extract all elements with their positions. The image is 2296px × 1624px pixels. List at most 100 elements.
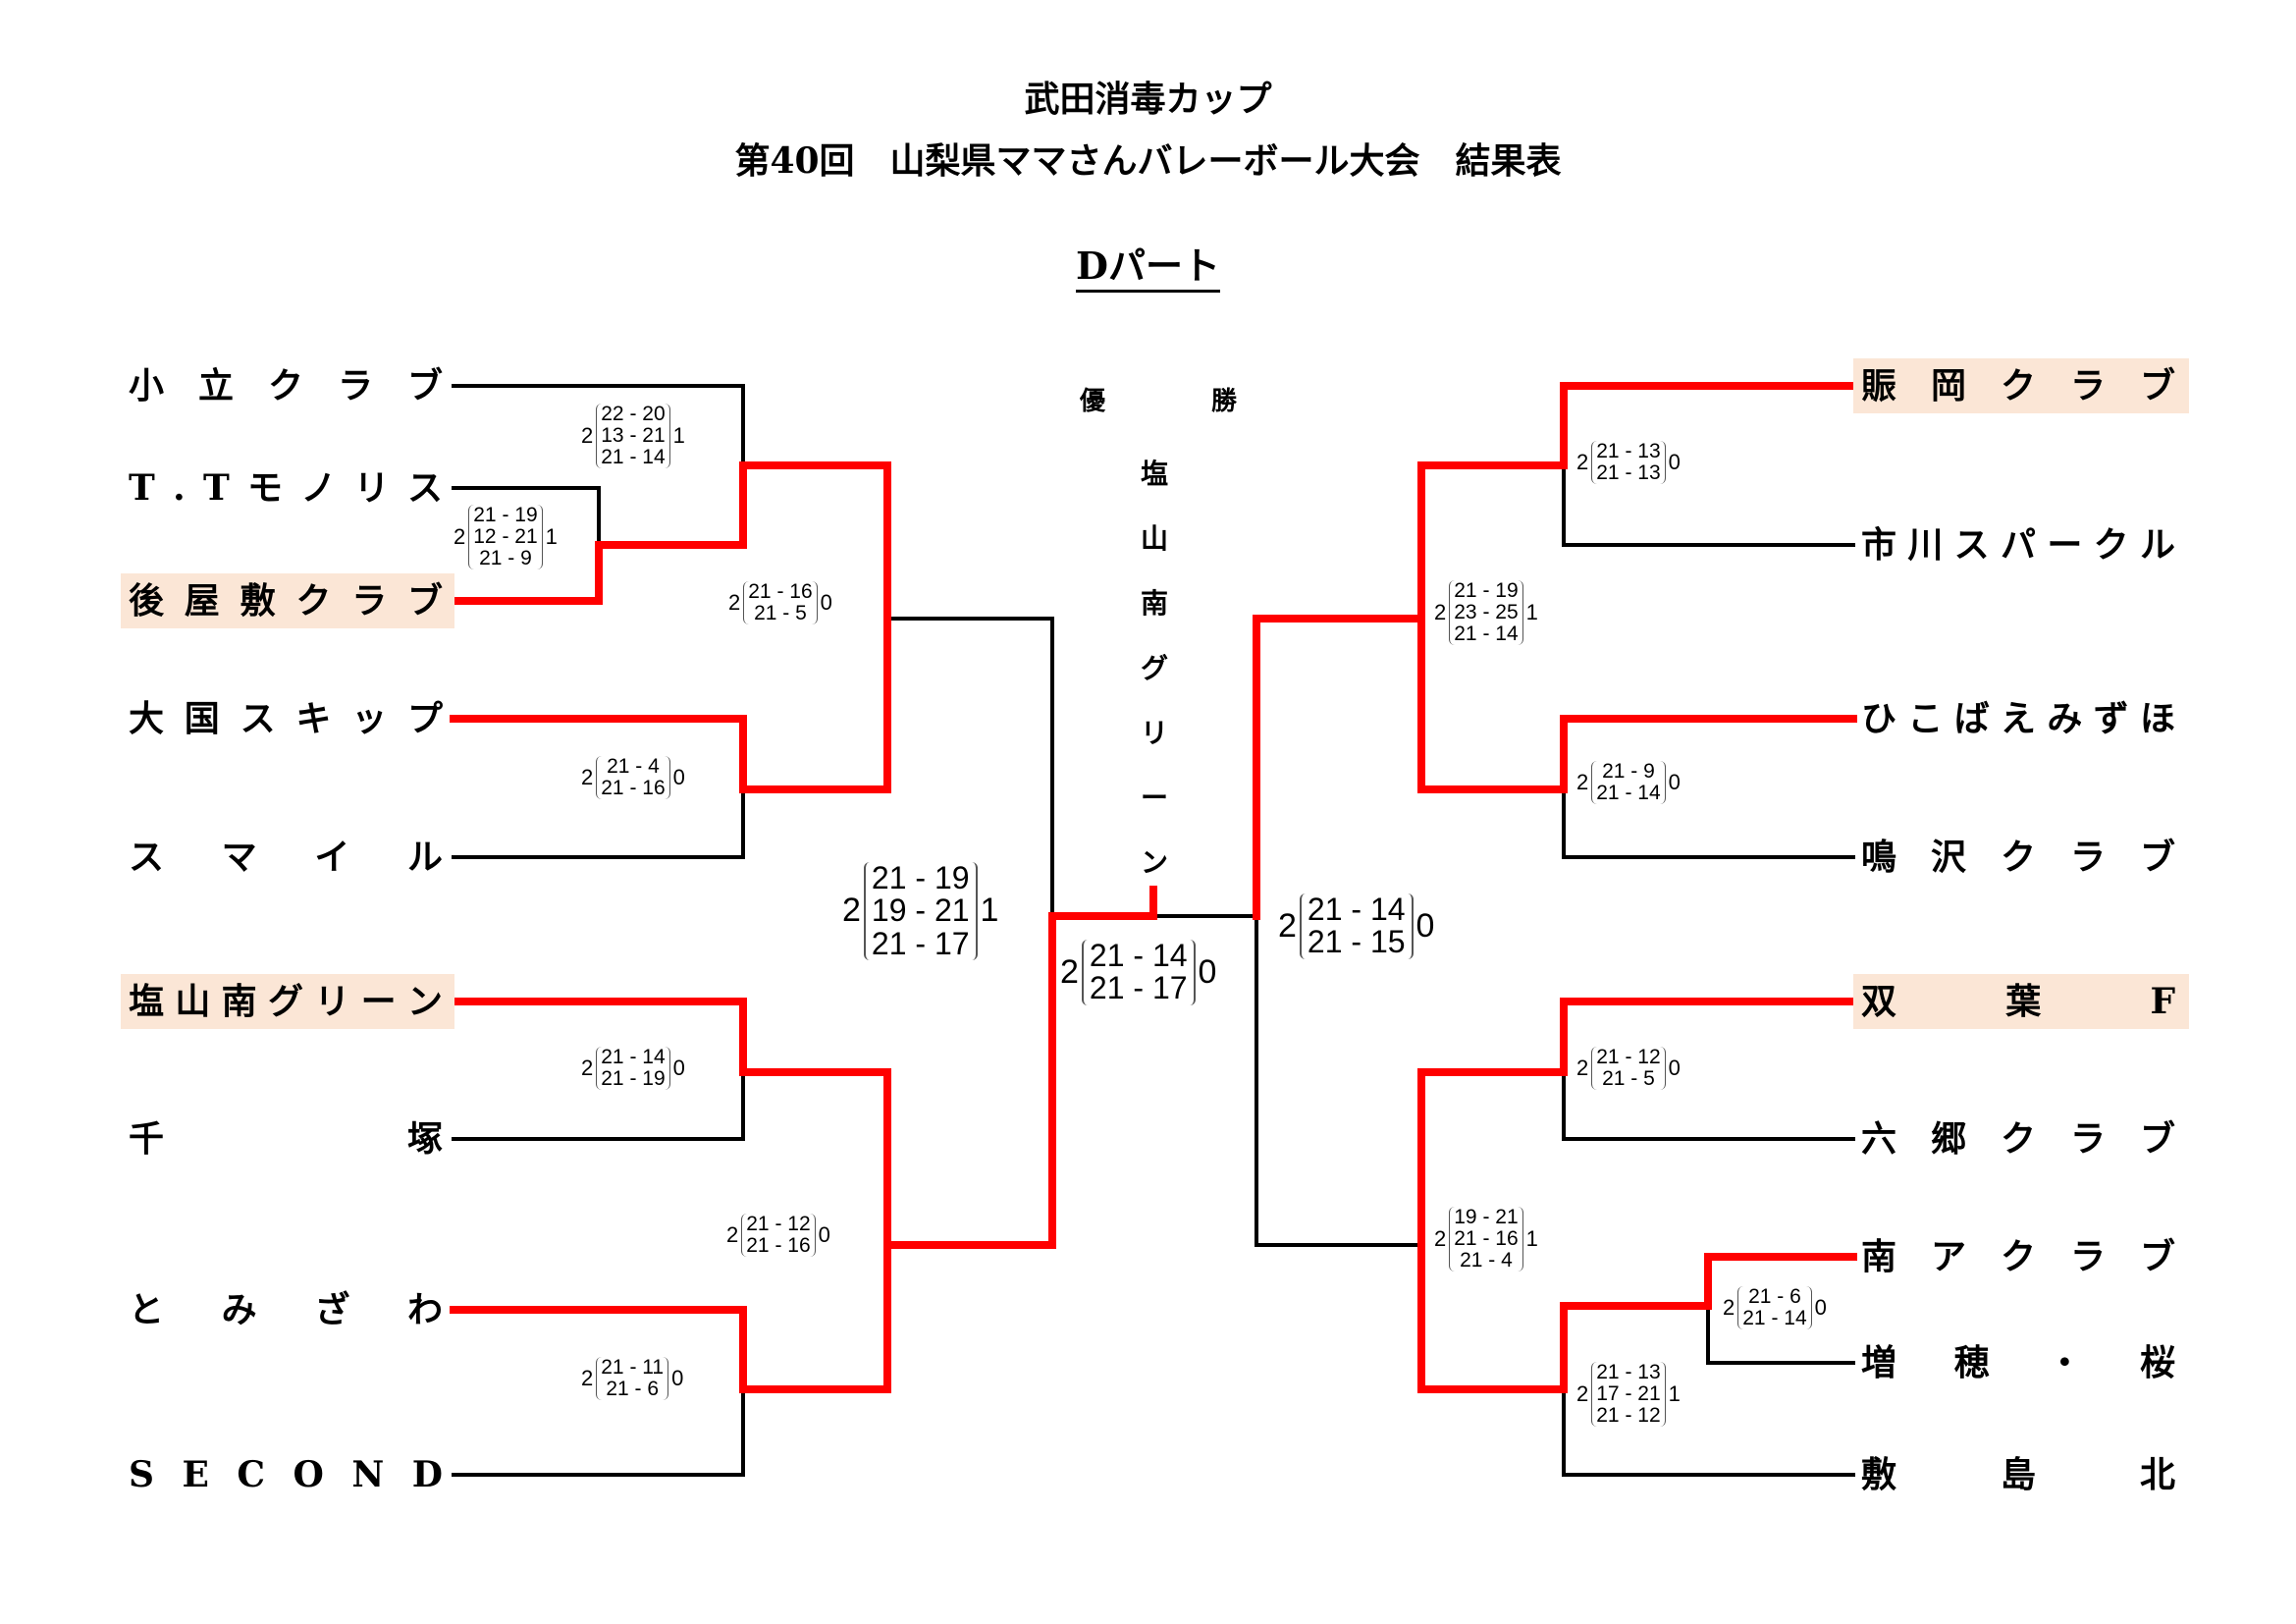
champion-label-char: 優: [1080, 387, 1106, 416]
line-final-winner: [1048, 886, 1157, 920]
sets-won: 2: [1434, 1226, 1447, 1252]
line-futaba-win: [1417, 998, 1857, 1249]
sets-lost: 1: [672, 423, 685, 449]
team-name-char: ル: [406, 837, 443, 878]
line-rokugo: [1562, 1070, 1855, 1141]
champion-name-char: 塩: [1140, 458, 1168, 490]
team-name-char: ば: [1953, 698, 1990, 739]
champion-name-char: 山: [1140, 522, 1168, 555]
team-name-char: ク: [267, 365, 303, 406]
team-left: 大国スキップ: [121, 691, 454, 746]
line-shikishima: [1562, 1387, 1855, 1477]
team-name: 大国スキップ: [129, 691, 443, 746]
team-name-char: 敷: [240, 580, 276, 622]
sets-won: 2: [842, 892, 861, 930]
team-right: 市川スパークル: [1853, 517, 2189, 572]
sets-lost: 0: [671, 1366, 684, 1391]
champion-name-char: 南: [1140, 587, 1168, 620]
set-score: 17 - 21: [1596, 1382, 1661, 1406]
sets-lost: 0: [818, 1222, 830, 1248]
team-name-char: T: [129, 467, 155, 509]
team-name-char: ラ: [351, 580, 388, 622]
team-right: 鳴沢クラブ: [1853, 830, 2189, 885]
team-name-char: 南: [1861, 1236, 1897, 1277]
line-ichikawa: [1562, 463, 1855, 547]
team-name-char: 南: [221, 981, 257, 1022]
line-goyashiki-win: [450, 461, 891, 623]
team-name-char: マ: [221, 837, 257, 878]
team-name-char: 大: [129, 698, 165, 739]
team-name-char: ラ: [2069, 365, 2106, 406]
team-name-char: 北: [2139, 1454, 2175, 1495]
team-name: とみざわ: [129, 1282, 443, 1337]
team-name-char: ひ: [1861, 698, 1897, 739]
set-score: 21 - 13: [1596, 1361, 1661, 1383]
team-name-char: ず: [2093, 698, 2129, 739]
line-ookuni-win: [450, 615, 891, 793]
line-koritsu: [452, 384, 745, 467]
team-name-char: 屋: [184, 580, 220, 622]
set-score: 21 - 16: [601, 777, 666, 800]
team-name-char: ス: [240, 698, 276, 739]
line-smile: [452, 787, 745, 859]
set-score: 21 - 19: [473, 504, 538, 526]
team-name: 小立クラブ: [129, 358, 443, 413]
team-name-char: パ: [2000, 524, 2036, 566]
team-name-char: 穂: [1953, 1342, 1990, 1383]
team-name: 賑岡クラブ: [1861, 358, 2175, 413]
team-name-char: ー: [360, 981, 397, 1022]
team-name-char: と: [129, 1289, 165, 1330]
part-label-text: Dパート: [1076, 244, 1220, 293]
set-score: 12 - 21: [473, 525, 538, 549]
sets-won: 2: [1576, 770, 1589, 795]
team-left: 後屋敷クラブ: [121, 573, 454, 628]
sets-lost: 1: [1525, 1226, 1538, 1252]
team-name-char: ク: [2093, 524, 2129, 566]
set-score: 22 - 20: [601, 403, 666, 425]
sets-won: 2: [1278, 906, 1297, 945]
team-name-char: C: [237, 1454, 266, 1495]
team-name-char: ス: [406, 467, 443, 509]
team-name-char: モ: [247, 467, 284, 509]
team-name-char: こ: [1907, 698, 1944, 739]
team-name: 鳴沢クラブ: [1861, 830, 2175, 885]
team-name: 六郷クラブ: [1861, 1111, 2175, 1166]
line-enzan-win: [450, 912, 1056, 1249]
set-score: 21 - 14: [601, 446, 666, 469]
team-name-char: ほ: [2139, 698, 2175, 739]
sets-won: 2: [581, 423, 594, 449]
set-score: 21 - 16: [1454, 1227, 1519, 1251]
team-name-char: 賑: [1861, 365, 1897, 406]
team-name-char: ッ: [351, 698, 388, 739]
team-right: 敷島北: [1853, 1447, 2189, 1502]
set-score: 21 - 5: [1602, 1067, 1655, 1091]
sets-won: 2: [726, 1222, 739, 1248]
line-chizuka: [452, 1070, 745, 1141]
team-name: 後屋敷クラブ: [129, 573, 443, 628]
line-narusawa: [1562, 787, 1855, 859]
set-score: 21 - 14: [1307, 891, 1406, 927]
line-masuho: [1706, 1304, 1855, 1365]
team-name: 市川スパークル: [1861, 517, 2175, 572]
team-name-char: え: [2000, 698, 2036, 739]
team-name-char: み: [221, 1289, 257, 1330]
line-nigioka-win: [1253, 382, 1857, 920]
